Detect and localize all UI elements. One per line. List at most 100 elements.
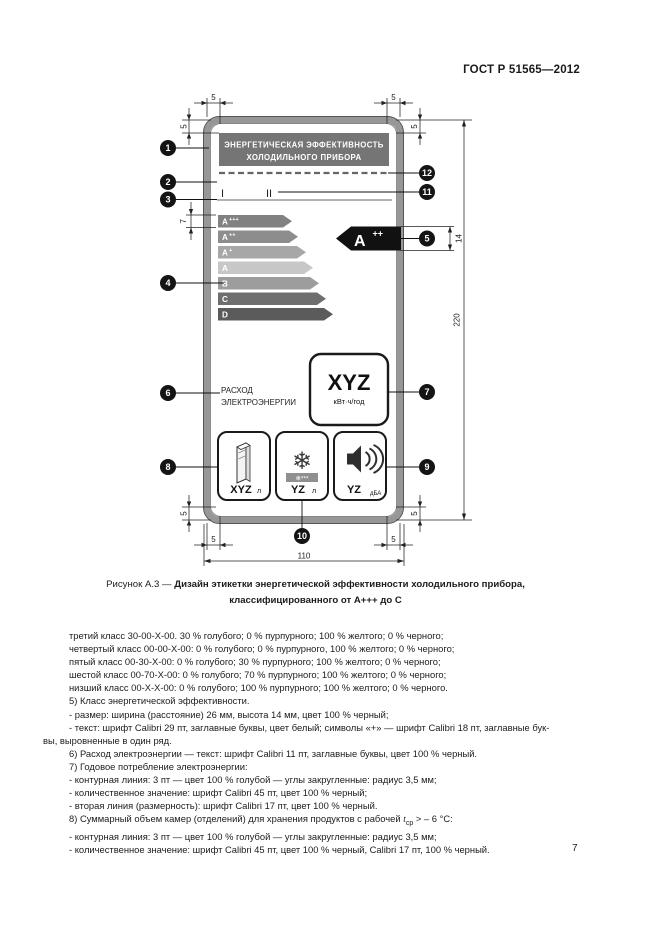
class-sup: ++ [229,233,236,239]
volume-line-post: > – 6 °С: [413,813,453,825]
consumption-box [308,352,390,427]
body-line-volume: 8) Суммарный объем камер (отделений) для… [43,812,603,830]
figure-a3: ЭНЕРГЕТИЧЕСКАЯ ЭФФЕКТИВНОСТЬ ХОЛОДИЛЬНОГ… [120,90,500,575]
callout-connectors [176,147,419,528]
dim-pointer-height: 14 [455,234,464,243]
dim-arrow-height: 7 [179,219,188,224]
body-line: - размер: ширина (расстояние) 26 мм, выс… [69,708,389,720]
label-title-line2: ХОЛОДИЛЬНОГО ПРИБОРА [246,153,361,162]
body-line: шестой класс 00-70-Х-00: 0 % голубого; 7… [69,669,447,681]
pointer-sup: ++ [373,229,384,239]
class-arrow-d [218,308,333,321]
body-line: - текст: шрифт Calibri 29 пт, заглавные … [69,721,550,733]
speaker-icon [347,444,385,474]
body-line: - контурная линия: 3 пт — цвет 100 % гол… [69,831,437,843]
energy-class-arrows: A +++ A ++ A + A B C D [218,215,333,321]
class-arrow-a1plus [218,246,306,259]
class-arrow-a2plus [218,230,298,243]
dim-label-width: 110 [298,552,311,561]
svg-text:12: 12 [422,168,432,178]
callout-6: 6 [160,385,176,401]
class-letter: D [222,311,228,320]
noise-box: YZ дБА [333,431,387,501]
fridge-icon [236,442,251,484]
volume-line-sub: ср [405,820,414,828]
snowflake-icon: ❄ [292,448,312,475]
callout-4: 4 [160,275,176,291]
volume-line-var: t [403,815,406,826]
svg-text:10: 10 [297,531,307,541]
pointer-letter: A [354,233,366,250]
svg-text:4: 4 [165,278,170,288]
caption-title-line1: Дизайн этикетки энергетической эффективн… [174,579,525,590]
dim-margin: 5 [391,93,396,102]
body-line: 6) Расход электроэнергии — текст: шрифт … [69,747,478,759]
class-letter: A [222,233,228,242]
pointer-shape [336,226,401,251]
callout-10: 10 [294,528,310,544]
dimension-annotations: 5 5 5 5 5 5 5 5 7 14 220 110 [179,93,472,566]
standard-number: ГОСТ Р 51565—2012 [463,64,580,76]
label-title-line1: ЭНЕРГЕТИЧЕСКАЯ ЭФФЕКТИВНОСТЬ [224,141,384,150]
callouts: 1 2 3 4 5 6 7 8 9 10 11 12 [160,140,435,544]
class-letter: A [222,264,228,273]
fridge-volume-value: XYZ [230,484,252,496]
svg-text:8: 8 [165,462,170,472]
svg-text:11: 11 [422,187,432,197]
svg-text:7: 7 [424,387,429,397]
body-line: третий класс 30-00-Х-00. 30 % голубого; … [69,630,444,641]
caption-title-line2: классифицированного от А+++ до С [229,595,402,606]
energy-label-diagram: ЭНЕРГЕТИЧЕСКАЯ ЭФФЕКТИВНОСТЬ ХОЛОДИЛЬНОГ… [160,93,472,566]
title-box-bg [219,133,389,166]
dim-margin: 5 [211,93,216,102]
field-numeral-1: I [221,188,224,200]
body-line: четвертый класс 00-00-Х-00: 0 % голубого… [69,643,455,655]
class-letter: B [222,280,228,289]
callout-7: 7 [419,384,435,400]
dim-margin: 5 [211,535,216,544]
dim-margin: 5 [391,535,396,544]
noise-unit: дБА [370,491,381,497]
svg-text:3: 3 [165,195,170,205]
callout-8: 8 [160,459,176,475]
body-text: третий класс 30-00-Х-00. 30 % голубого; … [43,629,603,856]
body-line: 5) Класс энергетической эффективности. [69,695,250,707]
fridge-volume-unit: л [257,488,261,495]
page-number: 7 [572,843,578,854]
label-title-box: ЭНЕРГЕТИЧЕСКАЯ ЭФФЕКТИВНОСТЬ ХОЛОДИЛЬНОГ… [219,133,389,166]
body-line: 7) Годовое потребление электроэнергии: [69,760,248,772]
body-line: низший класс 00-Х-Х-00: 0 % голубого; 10… [69,682,448,694]
dimension-arrowheads [186,100,467,564]
class-letter: A [222,218,228,227]
class-sup: +++ [229,217,240,223]
callout-9: 9 [419,459,435,475]
consumption-unit: кВт·ч/год [334,397,366,406]
class-letter: A [222,249,228,258]
body-line: вы, выровненные в один ряд. [43,734,172,746]
class-arrow-b [218,277,319,290]
consumption-section: РАСХОД ЭЛЕКТРОЭНЕРГИИ XYZ кВт·ч/год [221,352,390,427]
callout-5: 5 [419,230,435,247]
body-line: - контурная линия: 3 пт — цвет 100 % гол… [69,774,437,786]
noise-value: YZ [347,484,361,496]
dim-margin: 5 [180,124,189,129]
class-arrow-c [218,292,326,305]
volume-line-pre: 8) Суммарный объем камер (отделений) для… [69,813,404,825]
body-line: - вторая линия (размерность): шрифт Cali… [69,800,378,812]
callout-3: 3 [160,191,176,208]
callout-1: 1 [160,140,176,156]
dim-margin: 5 [410,511,419,516]
dim-margin: 5 [410,124,419,129]
freezer-class-badge [286,473,318,482]
body-line: пятый класс 00-30-Х-00: 0 % голубого; 30… [69,656,441,668]
consumption-label-line1: РАСХОД [221,386,253,395]
dim-label-height: 220 [453,313,462,327]
body-line: - количественное значение: шрифт Calibri… [69,844,490,856]
fridge-volume-box: XYZ л [217,431,271,501]
dimension-labels: 5 5 5 5 5 5 5 5 7 14 220 110 [179,93,464,561]
class-arrow-a3plus [218,215,292,228]
body-line: - количественное значение: шрифт Calibri… [69,787,368,799]
class-arrow-a [218,261,313,274]
svg-text:6: 6 [165,388,170,398]
